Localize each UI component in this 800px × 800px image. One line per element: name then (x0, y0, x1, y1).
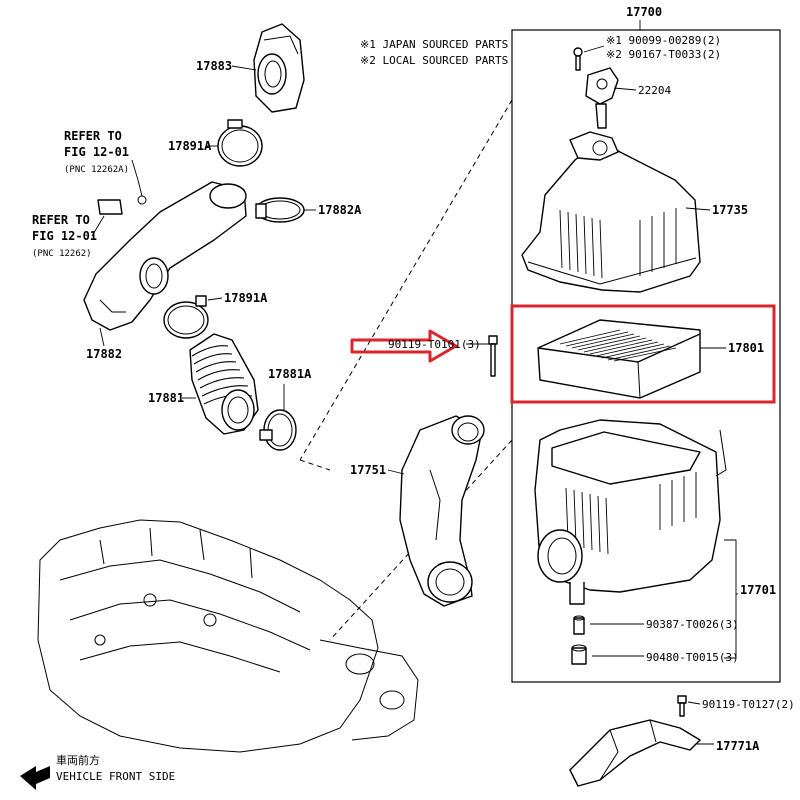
label-17751: 17751 (350, 463, 386, 477)
air-cleaner-case-17701: 17701 (534, 419, 776, 659)
ref2-line1: REFER TO (32, 213, 90, 227)
bolt-90119-t0101: 90119-T0101(3) (388, 335, 498, 377)
hose-clamp-17891a-upper: 17891A (168, 119, 263, 167)
vehicle-front-label-en: VEHICLE FRONT SIDE (56, 770, 175, 783)
note-japan-sourced: ※1 JAPAN SOURCED PARTS (360, 38, 508, 51)
refer-block-12262a: REFER TO FIG 12-01 (PNC 12262A) (64, 129, 147, 205)
label-17701: 17701 (740, 583, 776, 597)
air-filter-element-17801: 17801 (537, 319, 764, 399)
label-290167: ※2 90167-T0033(2) (606, 48, 721, 61)
label-22204: 22204 (638, 84, 671, 97)
label-17891a-upper: 17891A (168, 139, 212, 153)
label-90387: 90387-T0026(3) (646, 618, 739, 631)
hose-clamp-17882a: 17882A (255, 197, 362, 223)
air-connector-17883: 17883 (196, 23, 305, 113)
engine-block-outline (37, 519, 419, 753)
refer-block-12262: REFER TO FIG 12-01 (PNC 12262) (32, 199, 123, 259)
label-17882a: 17882A (318, 203, 362, 217)
label-17771a: 17771A (716, 739, 760, 753)
highlight-arrow (350, 329, 458, 363)
vehicle-front-indicator: 車両前方 VEHICLE FRONT SIDE (20, 753, 175, 790)
vehicle-front-label-jp: 車両前方 (56, 753, 100, 767)
label-17881: 17881 (148, 391, 184, 405)
projection-lines (299, 99, 513, 641)
intake-hose-17882: 17882 (83, 181, 247, 361)
air-cleaner-cap-17735: 17735 (521, 131, 748, 293)
label-17801: 17801 (728, 341, 764, 355)
bellows-hose-17881: 17881 (148, 333, 259, 435)
ref2-line3: (PNC 12262) (32, 249, 92, 259)
hose-clamp-17891a-lower: 17891A (163, 291, 268, 339)
ref2-line2: FIG 12-01 (32, 229, 97, 243)
label-90119b: 90119-T0127(2) (702, 698, 795, 711)
air-flow-sensor-22204: 22204 (585, 67, 671, 129)
label-17891a-lower: 17891A (224, 291, 268, 305)
highlight-box-filter (510, 304, 776, 404)
collar-90480: 90480-T0015(3) (571, 644, 739, 665)
label-17735: 17735 (712, 203, 748, 217)
ref1-line3: (PNC 12262A) (64, 165, 129, 175)
label-17882: 17882 (86, 347, 122, 361)
bolt-90119-t0127: 90119-T0127(2) (677, 695, 795, 717)
ref1-line2: FIG 12-01 (64, 145, 129, 159)
label-17883: 17883 (196, 59, 232, 73)
resonator-17751: 17751 (350, 415, 485, 607)
label-17881a: 17881A (268, 367, 312, 381)
ref1-line1: REFER TO (64, 129, 122, 143)
label-90099: ※1 90099-00289(2) (606, 34, 721, 47)
label-90480: 90480-T0015(3) (646, 651, 739, 664)
note-local-sourced: ※2 LOCAL SOURCED PARTS (360, 54, 508, 67)
hose-clamp-17881a: 17881A (259, 367, 312, 451)
label-17700: 17700 (626, 5, 662, 19)
screw-90099: ※1 90099-00289(2) ※2 90167-T0033(2) (573, 34, 721, 71)
label-90119a: 90119-T0101(3) (388, 338, 481, 351)
grommet-90387: 90387-T0026(3) (573, 615, 739, 635)
bracket-17771a: 17771A (569, 719, 760, 787)
vehicle-front-arrow-icon (20, 766, 50, 790)
